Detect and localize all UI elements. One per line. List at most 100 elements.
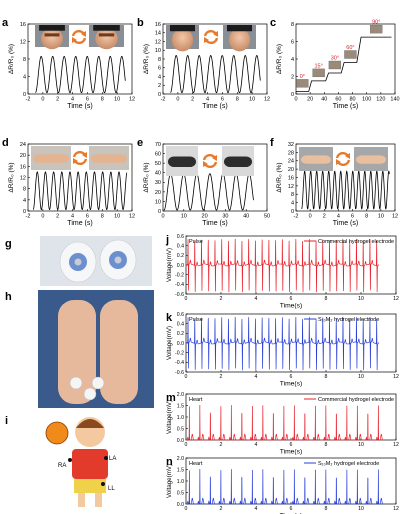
y-tick-label: 0.6 xyxy=(177,312,184,318)
electrode-snap xyxy=(114,256,122,264)
boy-leg xyxy=(78,493,85,507)
x-tick-label: 4 xyxy=(71,214,74,220)
x-tick-label: 12 xyxy=(392,214,398,220)
y-tick-label: 28 xyxy=(288,150,294,156)
x-tick-label: 10 xyxy=(358,374,364,380)
x-tick-label: -2 xyxy=(26,97,31,103)
label-ra: RA xyxy=(58,463,66,469)
panel-e-frame xyxy=(162,143,268,212)
panel-m-signal-label: Heart xyxy=(189,397,203,403)
y-tick-label: 16 xyxy=(288,175,294,181)
x-axis-label: Time (s) xyxy=(67,220,92,227)
y-axis-label: ΔR/R₀ (%) xyxy=(143,162,150,192)
panel-letter-i: i xyxy=(5,415,8,427)
y-tick-label: 0 xyxy=(291,209,294,215)
step-photo xyxy=(344,50,357,59)
hair-shape xyxy=(226,25,253,32)
x-tick-label: -2 xyxy=(26,214,31,220)
y-tick-label: 6 xyxy=(291,39,294,45)
panel-letter-f: f xyxy=(270,137,274,149)
angle-label: 90° xyxy=(372,20,380,26)
panel-a-photo-left xyxy=(35,25,69,50)
label-la: LA xyxy=(109,456,116,462)
x-tick-label: 4 xyxy=(255,506,258,512)
boy-leg xyxy=(95,493,102,507)
y-tick-label: 0.0 xyxy=(177,438,184,444)
electrode-on-wrist xyxy=(69,376,83,390)
electrode-on-wrist xyxy=(83,387,97,401)
y-tick-label: 0.0 xyxy=(177,263,184,269)
y-axis-label: Voltage(mV) xyxy=(166,400,173,434)
y-tick-label: 16 xyxy=(20,22,26,28)
electrode-marker-ll xyxy=(101,482,105,486)
boy-shorts xyxy=(74,479,106,493)
panel-m-signal-line xyxy=(186,405,384,441)
y-axis-label: Voltage(mV) xyxy=(166,248,173,282)
y-tick-label: 16 xyxy=(20,164,26,170)
panel-f-cycle-arrow xyxy=(335,151,351,167)
x-tick-label: 6 xyxy=(290,296,293,302)
y-tick-label: 4 xyxy=(23,74,26,80)
step-photo xyxy=(296,79,309,88)
panel-letter-b: b xyxy=(137,17,144,29)
electrode-on-wrist xyxy=(91,376,105,390)
x-tick-label: 0 xyxy=(185,296,188,302)
x-tick-label: 4 xyxy=(255,374,258,380)
x-tick-label: 12 xyxy=(393,506,399,512)
y-tick-label: 2.0 xyxy=(177,456,184,462)
x-tick-label: 20 xyxy=(307,97,313,103)
hair-shape xyxy=(93,25,120,31)
y-tick-label: 8 xyxy=(23,57,26,63)
y-tick-label: 6 xyxy=(158,66,161,72)
angle-label: 30° xyxy=(331,56,339,62)
x-tick-label: 40 xyxy=(243,214,249,220)
y-tick-label: 0 xyxy=(158,92,161,98)
y-tick-label: 24 xyxy=(288,159,294,165)
x-tick-label: 8 xyxy=(325,506,328,512)
x-tick-label: 6 xyxy=(290,506,293,512)
face-shape xyxy=(171,28,194,52)
x-tick-label: 8 xyxy=(365,214,368,220)
panel-d-cycle-arrow xyxy=(72,150,88,166)
y-tick-label: 1.0 xyxy=(177,479,184,485)
panel-g-photo xyxy=(40,236,152,286)
panel-letter-j: j xyxy=(165,234,169,246)
panel-n-signal-label: Heart xyxy=(189,461,203,467)
y-tick-label: 32 xyxy=(288,142,294,148)
panel-b-photo-left xyxy=(166,25,199,52)
x-axis-label: Time(s) xyxy=(280,512,302,514)
panel-k-legend-label: S₁₀M₂ hydrogel electrode xyxy=(318,317,379,323)
y-tick-label: -0.4 xyxy=(175,360,184,366)
x-axis-label: Time (s) xyxy=(202,103,227,110)
x-tick-label: 12 xyxy=(264,97,270,103)
x-tick-label: 0 xyxy=(176,97,179,103)
x-tick-label: 0 xyxy=(185,442,188,448)
x-tick-label: 2 xyxy=(220,296,223,302)
panel-k-signal-label: Pulse xyxy=(189,317,203,323)
x-tick-label: 12 xyxy=(129,214,135,220)
y-tick-label: 0.4 xyxy=(177,243,184,249)
y-tick-label: 0.5 xyxy=(177,490,184,496)
panel-j-signal-label: Pulse xyxy=(189,239,203,245)
y-tick-label: 10 xyxy=(155,48,161,54)
x-axis-label: Time(s) xyxy=(280,302,302,309)
x-tick-label: 10 xyxy=(378,214,384,220)
panel-f-photo-right xyxy=(354,147,388,171)
x-tick-label: 2 xyxy=(191,97,194,103)
x-tick-label: 10 xyxy=(249,97,255,103)
x-tick-label: 6 xyxy=(86,97,89,103)
panel-letter-n: n xyxy=(166,456,173,468)
x-tick-label: 8 xyxy=(101,214,104,220)
step-photo xyxy=(312,68,325,78)
y-tick-label: 0 xyxy=(158,209,161,215)
x-tick-label: 2 xyxy=(323,214,326,220)
hair-shape xyxy=(169,25,196,32)
panel-k-signal-line xyxy=(185,317,379,371)
panel-d-photo-left xyxy=(31,146,71,170)
x-axis-label: Time(s) xyxy=(280,380,302,387)
y-tick-label: 0.0 xyxy=(177,341,184,347)
y-tick-label: 0.5 xyxy=(177,426,184,432)
panel-d-series-line xyxy=(32,171,128,211)
